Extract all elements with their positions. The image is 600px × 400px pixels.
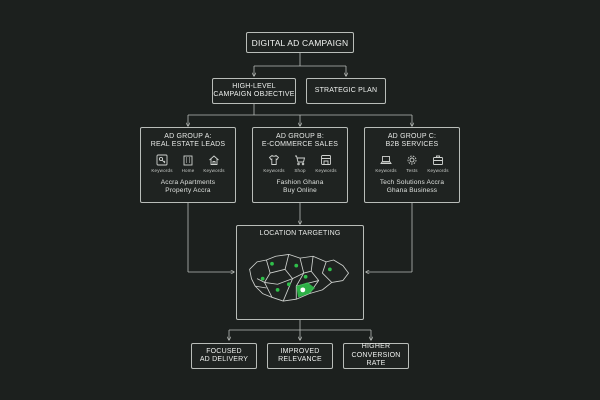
ad-group-c-keywords-item: Keywords xyxy=(375,154,397,173)
ad-group-b-keywords-item: Keywords xyxy=(263,154,285,173)
accra-pin xyxy=(300,287,306,293)
ad-group-b: AD GROUP B: E-COMMERCE SALES Keywords Sh… xyxy=(252,127,348,203)
outcome-2-line1: IMPROVED xyxy=(280,347,320,355)
ad-group-a-keyword-2: Property Accra xyxy=(165,187,211,194)
strategic-plan-label: STRATEGIC PLAN xyxy=(314,86,378,94)
gear-icon xyxy=(407,155,417,165)
root-label: DIGITAL AD CAMPAIGN xyxy=(251,37,349,48)
objective-label-line2: CAMPAIGN OBJECTIVE xyxy=(213,91,295,98)
location-targeting-title: LOCATION TARGETING xyxy=(259,230,341,237)
ad-group-a-keywords-item: Keywords xyxy=(151,154,173,173)
strategic-plan-node: STRATEGIC PLAN xyxy=(306,78,386,104)
outcome-3-line2: CONVERSION RATE xyxy=(351,351,401,368)
objective-node: HIGH-LEVEL CAMPAIGN OBJECTIVE xyxy=(212,78,296,104)
ad-group-b-icon-label-2: Shop xyxy=(294,168,306,173)
objective-label-line1: HIGH-LEVEL xyxy=(232,82,276,90)
ad-group-c-keywords2-item: Keywords xyxy=(427,154,449,173)
accra-highlight xyxy=(296,282,315,298)
ad-group-c-keyword-2: Ghana Business xyxy=(386,187,438,194)
outcome-1-line2: AD DELIVERY xyxy=(199,356,249,363)
ad-group-a-keywords2-item: Keywords xyxy=(203,154,225,173)
storefront-icon xyxy=(321,155,331,165)
ad-group-a: AD GROUP A: REAL ESTATE LEADS Keywords H… xyxy=(140,127,236,203)
root-node: DIGITAL AD CAMPAIGN xyxy=(246,32,354,53)
ad-group-a-title-line1: AD GROUP A: xyxy=(164,133,212,140)
outcome-focused-delivery: FOCUSED AD DELIVERY xyxy=(191,343,257,369)
ad-group-c-icon-label-1: Keywords xyxy=(375,168,397,173)
ad-group-b-shop-item: Shop xyxy=(289,154,311,173)
house-icon xyxy=(209,155,219,165)
ad-group-c-icon-label-2: Tests xyxy=(406,168,418,173)
ad-group-b-title-line2: E-COMMERCE SALES xyxy=(261,141,339,148)
ad-group-b-keyword-2: Buy Online xyxy=(283,187,317,194)
ad-group-a-icon-label-3: Keywords xyxy=(203,168,225,173)
outcome-improved-relevance: IMPROVED RELEVANCE xyxy=(267,343,333,369)
ad-group-c-tests-item: Tests xyxy=(401,154,423,173)
ad-group-a-home-item: Home xyxy=(177,154,199,173)
ad-group-b-icon-label-1: Keywords xyxy=(263,168,285,173)
outcome-3-line1: HIGHER xyxy=(361,343,391,351)
cart-icon xyxy=(295,155,306,166)
ad-group-a-keyword-1: Accra Apartments xyxy=(160,179,216,186)
ad-group-c: AD GROUP C: B2B SERVICES Keywords Tests … xyxy=(364,127,460,203)
laptop-icon xyxy=(380,156,392,164)
ad-group-a-icon-label-2: Home xyxy=(181,168,195,173)
ad-group-b-icon-label-3: Keywords xyxy=(315,168,337,173)
ad-group-a-title-line2: REAL ESTATE LEADS xyxy=(150,141,226,148)
ad-group-c-title-line2: B2B SERVICES xyxy=(385,141,439,148)
ad-group-b-keyword-1: Fashion Ghana xyxy=(276,179,324,186)
ad-group-a-icon-label-1: Keywords xyxy=(151,168,173,173)
outcome-higher-conversion: HIGHER CONVERSION RATE xyxy=(343,343,409,369)
outcome-2-line2: RELEVANCE xyxy=(278,356,322,363)
location-targeting-node: LOCATION TARGETING xyxy=(236,225,364,320)
ad-group-c-keyword-1: Tech Solutions Accra xyxy=(379,179,445,186)
shirt-icon xyxy=(268,154,280,165)
key-icon xyxy=(156,154,168,166)
building-icon xyxy=(183,155,193,166)
briefcase-icon xyxy=(433,155,443,165)
outcome-1-line1: FOCUSED xyxy=(206,347,242,355)
ad-group-b-keywords2-item: Keywords xyxy=(315,154,337,173)
ad-group-b-title-line1: AD GROUP B: xyxy=(276,133,324,140)
ad-group-c-title-line1: AD GROUP C: xyxy=(387,133,437,140)
ad-group-c-icon-label-3: Keywords xyxy=(427,168,449,173)
ghana-map-icon xyxy=(249,253,349,302)
